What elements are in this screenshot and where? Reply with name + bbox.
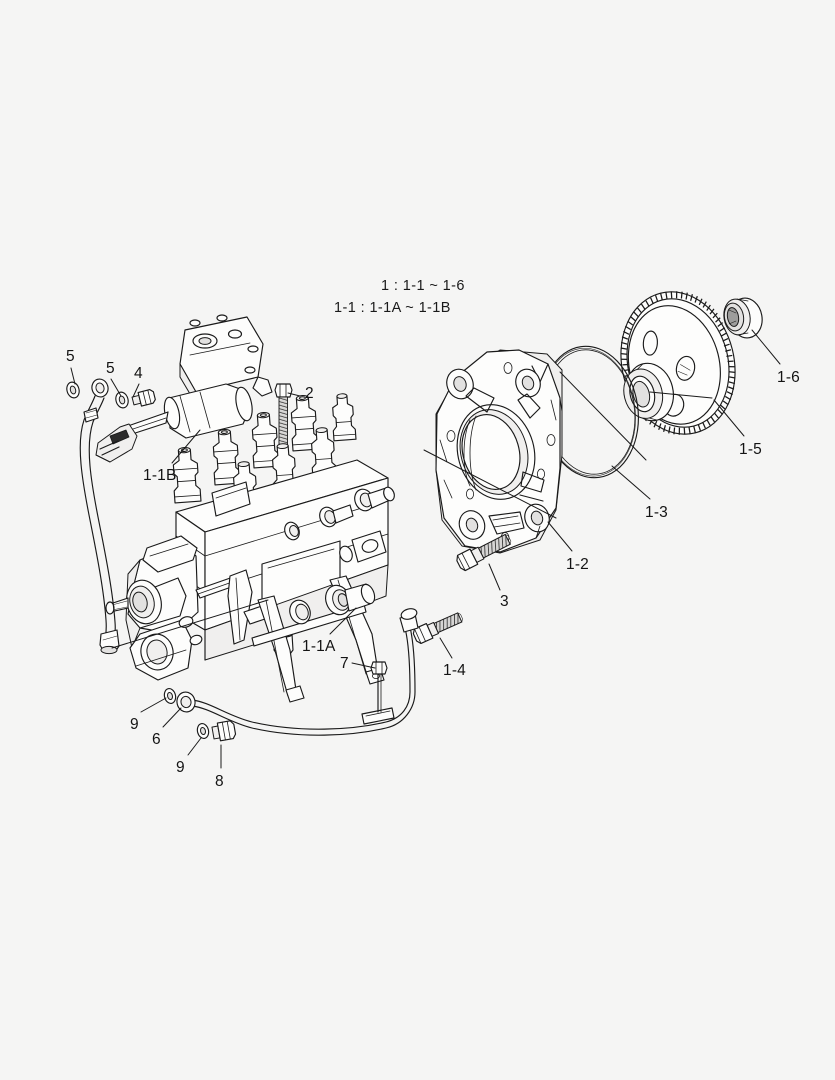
part-fuel-hose bbox=[79, 395, 120, 655]
part-timing-gear-housing bbox=[435, 349, 563, 554]
part-lower-fuel-pipe bbox=[163, 608, 419, 742]
callout-4: 4 bbox=[134, 365, 143, 382]
callout-5-upper: 5 bbox=[66, 348, 75, 365]
callout-leader-lines bbox=[70, 329, 781, 769]
callout-7: 7 bbox=[340, 655, 349, 672]
callout-1-5: 1-5 bbox=[739, 441, 763, 458]
callout-9-upper: 9 bbox=[130, 716, 139, 733]
callout-2: 2 bbox=[305, 385, 314, 402]
callout-1-1A: 1-1A bbox=[302, 638, 336, 655]
callout-1-4: 1-4 bbox=[443, 662, 467, 679]
callout-1-3: 1-3 bbox=[645, 504, 669, 521]
callout-1-2: 1-2 bbox=[566, 556, 590, 573]
part-bearing-bushing bbox=[723, 297, 763, 339]
legend-line-2: 1-1 : 1-1A ~ 1-1B bbox=[334, 300, 451, 316]
callout-1-6: 1-6 bbox=[777, 369, 801, 386]
part-drive-gear bbox=[620, 291, 736, 435]
callout-8: 8 bbox=[215, 773, 224, 790]
part-sealing-washers-and-banjo bbox=[66, 378, 156, 409]
pump-side-fittings bbox=[284, 486, 395, 625]
callout-6: 6 bbox=[152, 731, 161, 748]
part-injection-pump-body bbox=[95, 314, 395, 703]
callout-1-1B: 1-1B bbox=[143, 467, 177, 484]
part-housing-bolt-1-4 bbox=[412, 612, 463, 645]
callout-5-lower: 5 bbox=[106, 360, 115, 377]
part-flange-bolt-3 bbox=[456, 533, 512, 572]
legend-line-1: 1 : 1-1 ~ 1-6 bbox=[381, 278, 465, 294]
part-solenoid-actuator bbox=[95, 383, 253, 463]
callout-3: 3 bbox=[500, 593, 509, 610]
pump-governor-housing bbox=[105, 535, 203, 681]
pump-upper-bracket bbox=[179, 314, 273, 405]
callout-9-lower: 9 bbox=[176, 759, 185, 776]
